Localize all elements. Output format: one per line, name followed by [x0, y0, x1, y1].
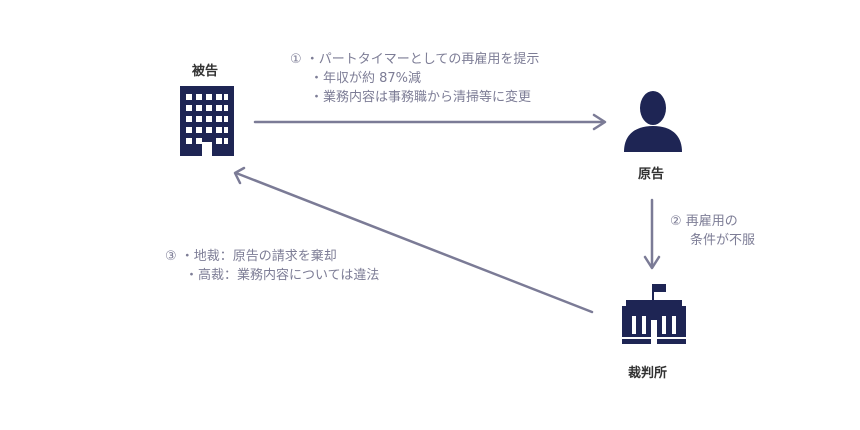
courthouse-icon — [622, 284, 686, 344]
step1-line-2: ・年収が約 87%減 — [310, 71, 422, 86]
arrow-court-to-defendant — [234, 171, 594, 314]
court-label: 裁判所 — [628, 366, 668, 381]
step3-line-1: ③ ・地裁：原告の請求を棄却 — [165, 249, 337, 264]
person-icon — [624, 91, 682, 152]
step3-note: ③ ・地裁：原告の請求を棄却 ・高裁：業務内容については違法 — [165, 247, 379, 285]
step1-line-1: ① ・パートタイマーとしての再雇用を提示 — [290, 52, 540, 67]
defendant-label: 被告 — [192, 64, 219, 79]
step1-note: ① ・パートタイマーとしての再雇用を提示 ・年収が約 87%減 ・業務内容は事務… — [290, 50, 539, 107]
step2-note: ② 再雇用の 条件が不服 — [670, 212, 755, 250]
arrow-head-1 — [592, 113, 607, 131]
step2-line-2: 条件が不服 — [690, 233, 756, 248]
step3-line-2: ・高裁：業務内容については違法 — [185, 268, 380, 283]
step2-line-1: ② 再雇用の — [670, 214, 738, 229]
arrow-head-2 — [643, 255, 661, 270]
office-building-icon — [180, 86, 234, 156]
step1-line-3: ・業務内容は事務職から清掃等に変更 — [310, 90, 532, 105]
plaintiff-label: 原告 — [638, 167, 665, 182]
arrow-head-3 — [233, 166, 246, 185]
